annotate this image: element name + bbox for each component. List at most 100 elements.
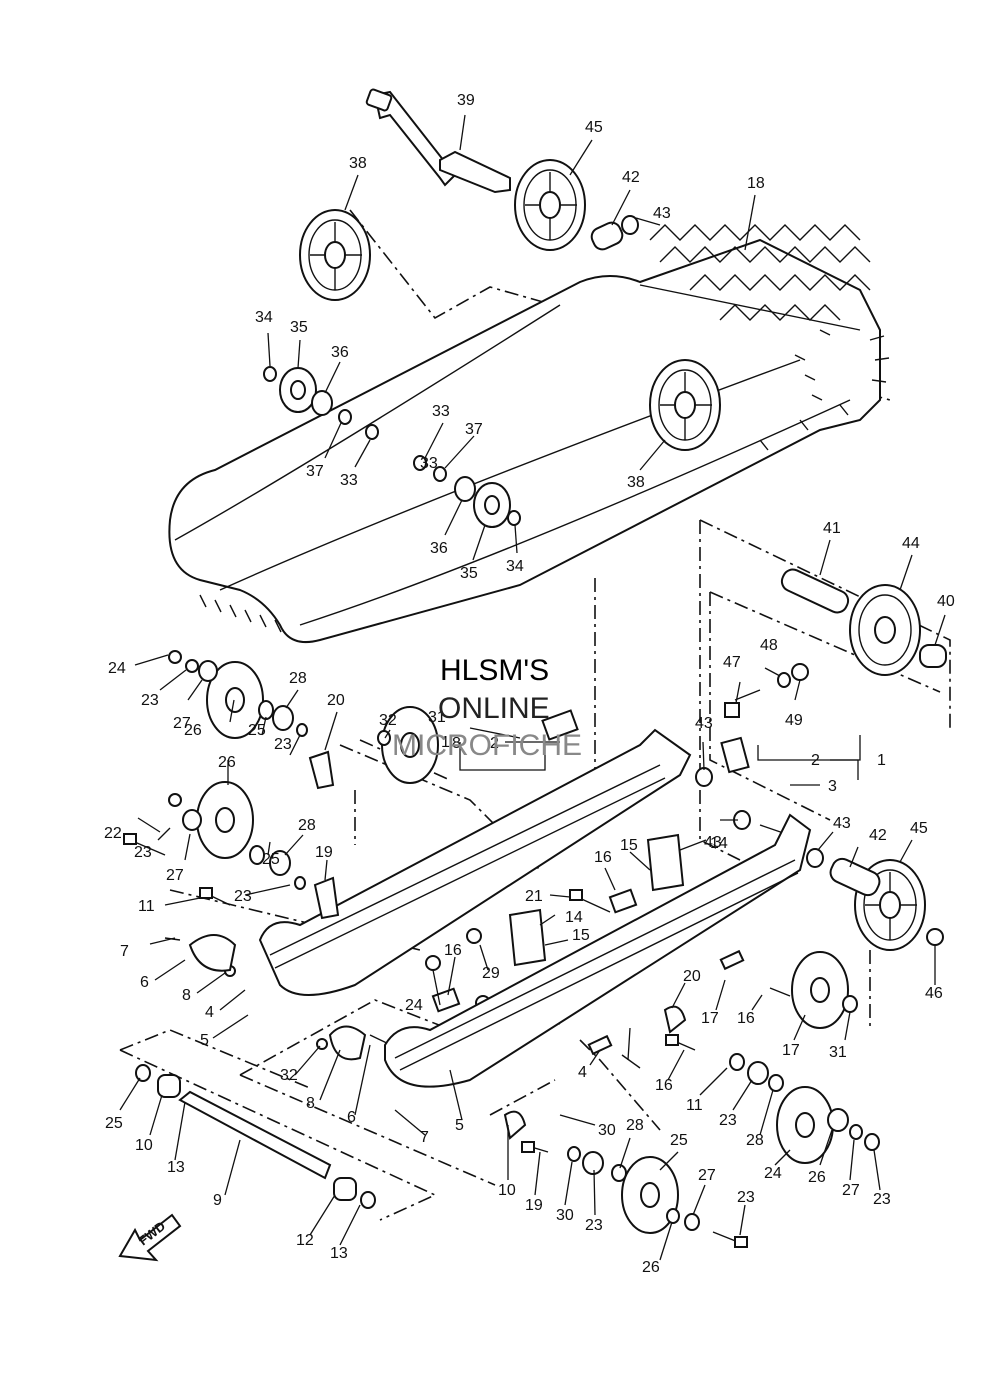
callout-label: 8	[452, 735, 461, 752]
callout-label: 23	[134, 844, 152, 861]
watermark-line-3: MICROFICHE	[392, 729, 582, 762]
callout-label: 24	[405, 997, 423, 1014]
callout-label: 38	[349, 155, 367, 172]
callout-label: 2	[490, 735, 499, 752]
callout-label: 27	[698, 1167, 716, 1184]
slide-rails	[178, 728, 812, 1180]
callout-label: 28	[626, 1117, 644, 1134]
callout-label: 16	[594, 849, 612, 866]
callout-label: 24	[764, 1165, 782, 1182]
wheels	[196, 159, 926, 1234]
callout-label: 10	[135, 1137, 153, 1154]
callout-label: 12	[296, 1232, 314, 1249]
callout-label: 13	[167, 1159, 185, 1176]
callout-label: 4	[205, 1004, 214, 1021]
callout-label: 23	[234, 888, 252, 905]
callout-label: 10	[498, 1182, 516, 1199]
callout-label: 9	[213, 1192, 222, 1209]
callout-label: 11	[686, 1097, 703, 1114]
callout-label: 27	[842, 1182, 860, 1199]
callout-label: 43	[653, 205, 671, 222]
callout-label: 22	[104, 825, 122, 842]
callout-label: 26	[184, 722, 202, 739]
callout-label: 8	[182, 987, 191, 1004]
small-parts	[135, 215, 947, 1231]
callout-label: 32	[280, 1067, 298, 1084]
callout-label: 4	[578, 1064, 587, 1081]
callout-label: 42	[869, 827, 887, 844]
callout-label: 6	[140, 974, 149, 991]
callout-label: 43	[704, 834, 722, 851]
callout-label: 21	[525, 888, 543, 905]
callout-label: 5	[455, 1117, 464, 1134]
callout-label: 48	[760, 637, 778, 654]
callout-label: 16	[737, 1010, 755, 1027]
callout-label: 31	[428, 709, 446, 726]
callout-label: 44	[902, 535, 920, 552]
callout-label: 23	[737, 1189, 755, 1206]
callout-label: 26	[642, 1259, 660, 1276]
callout-label: 28	[289, 670, 307, 687]
callout-label: 20	[683, 968, 701, 985]
callout-label: 23	[585, 1217, 603, 1234]
callout-label: 19	[525, 1197, 543, 1214]
brackets	[188, 709, 750, 1140]
callout-label: 33	[420, 455, 438, 472]
callout-label: 25	[262, 851, 280, 868]
callout-label: 3	[828, 778, 837, 795]
callout-label: 40	[937, 593, 955, 610]
callout-label: 36	[331, 344, 349, 361]
callout-label: 33	[432, 403, 450, 420]
callout-label: 42	[622, 169, 640, 186]
callout-label: 15	[620, 837, 638, 854]
callout-label: 32	[379, 712, 397, 729]
callout-label: 20	[327, 692, 345, 709]
callout-label: 36	[430, 540, 448, 557]
callout-label: 15	[572, 927, 590, 944]
callout-label: 31	[829, 1044, 847, 1061]
callout-label: 34	[506, 558, 524, 575]
callout-label: 16	[655, 1077, 673, 1094]
callout-label: 2	[811, 752, 820, 769]
watermark-line-2: ONLINE	[438, 692, 550, 725]
callout-label: 27	[166, 867, 184, 884]
callout-label: 26	[218, 754, 236, 771]
callout-label: 6	[347, 1109, 356, 1126]
callout-label: 30	[556, 1207, 574, 1224]
callout-label: 1	[441, 734, 450, 751]
callout-label: 26	[808, 1169, 826, 1186]
callout-label: 45	[910, 820, 928, 837]
rear-axle-shaft	[365, 88, 511, 194]
callout-label: 28	[746, 1132, 764, 1149]
watermark-line-1: HLSM'S	[440, 654, 549, 687]
callout-label: 16	[444, 942, 462, 959]
callout-label: 17	[701, 1010, 719, 1027]
track-belt	[168, 224, 890, 644]
callout-label: 33	[340, 472, 358, 489]
callout-label: 13	[330, 1245, 348, 1262]
callout-label: 27	[173, 715, 191, 732]
callout-label: 45	[585, 119, 603, 136]
callout-label: 1	[877, 752, 886, 769]
callout-label: 43	[695, 715, 713, 732]
callout-labels: 39 45 38 42 43 18 34 35 36 33 37 37 33 3…	[104, 92, 955, 1276]
callout-label: 38	[627, 474, 645, 491]
callout-label: 35	[460, 565, 478, 582]
callout-label: 37	[465, 421, 483, 438]
callout-label: 34	[255, 309, 273, 326]
callout-label: 47	[723, 654, 741, 671]
callout-label: 30	[598, 1122, 616, 1139]
callout-label: 49	[785, 712, 803, 729]
callout-label: 7	[420, 1129, 429, 1146]
callout-label: 25	[248, 722, 266, 739]
callout-label: 17	[782, 1042, 800, 1059]
callout-label: 23	[274, 736, 292, 753]
callout-label: 23	[873, 1191, 891, 1208]
callout-label: 39	[457, 92, 475, 109]
callout-label: 37	[306, 463, 324, 480]
callout-label: 19	[315, 844, 333, 861]
callout-label: 41	[823, 520, 841, 537]
leader-lines	[119, 114, 946, 1261]
callout-label: 14	[710, 835, 728, 852]
